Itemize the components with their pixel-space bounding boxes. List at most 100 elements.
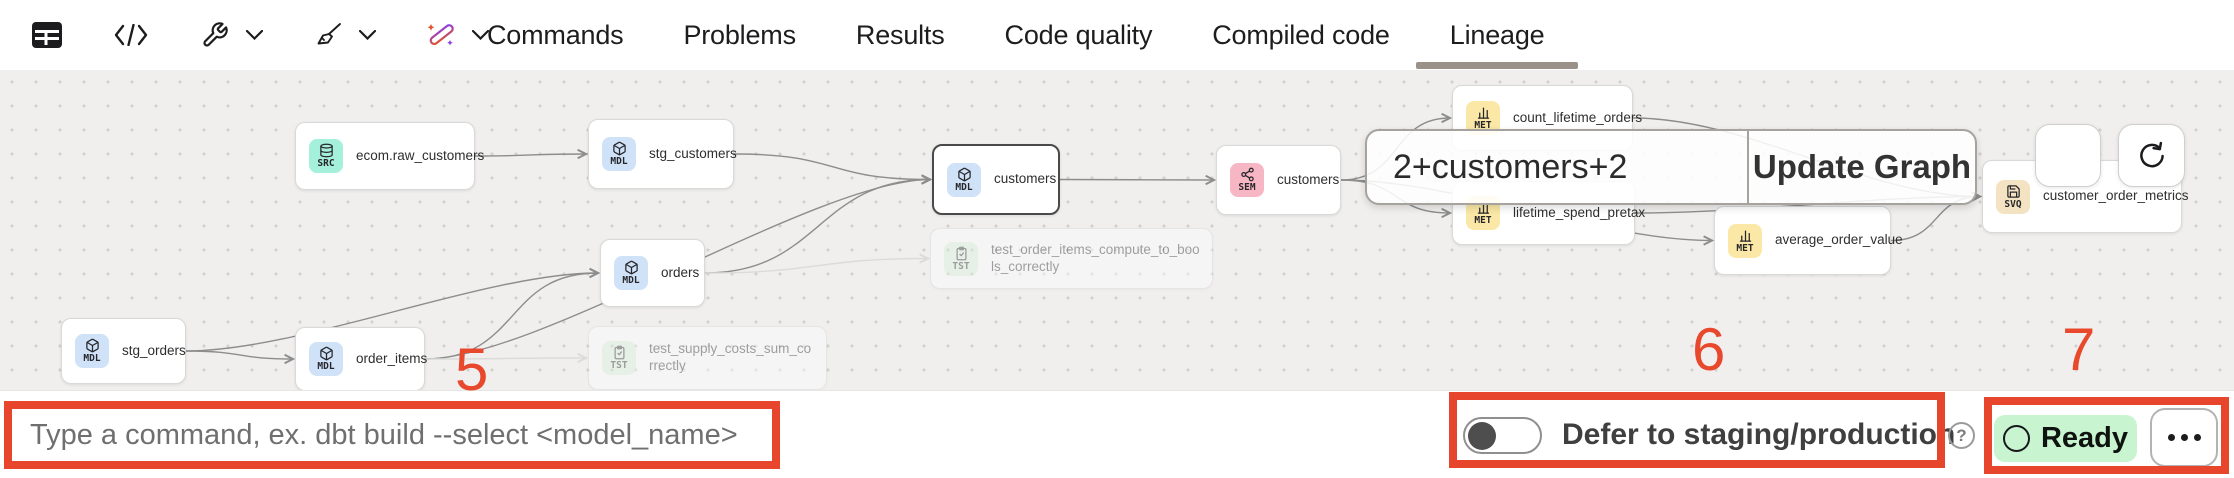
badge-type-label: MDL	[622, 275, 640, 287]
tab-compiled-code[interactable]: Compiled code	[1212, 0, 1390, 70]
lineage-node-raw_customers[interactable]: SRC ecom.raw_customers	[295, 122, 484, 190]
defer-toggle[interactable]	[1463, 417, 1542, 454]
tab-label: Lineage	[1449, 19, 1545, 50]
sem-badge-icon: SEM	[1230, 163, 1264, 197]
node-label: orders	[661, 264, 700, 280]
lineage-node-customers_model[interactable]: MDL customers	[932, 144, 1060, 215]
node-label: customer_order_metrics	[2043, 188, 2189, 204]
mdl-badge-icon: MDL	[614, 256, 648, 290]
edge-stg_orders-to-orders	[185, 267, 601, 352]
fullscreen-button[interactable]	[2035, 124, 2101, 187]
tab-code-quality[interactable]: Code quality	[1005, 0, 1153, 70]
node-label: stg_orders	[122, 342, 186, 358]
badge-type-label: MET	[1474, 215, 1492, 227]
node-label: count_lifetime_orders	[1513, 109, 1643, 125]
code-icon[interactable]	[112, 16, 150, 54]
mdl-badge-icon: MDL	[75, 334, 109, 368]
lineage-node-average_order_value[interactable]: MET average_order_value	[1714, 206, 1903, 275]
badge-type-label: SVQ	[2004, 198, 2022, 210]
mdl-badge-icon: MDL	[947, 162, 981, 197]
edge-customers_model-to-customers_sem	[1059, 174, 1217, 186]
lineage-node-stg_orders[interactable]: MDL stg_orders	[61, 318, 186, 384]
edge-orders-to-test_order_items	[704, 253, 931, 274]
header-bar: Commands Problems Results Code quality Compi…	[0, 0, 2234, 70]
wrench-tool-group[interactable]	[196, 16, 263, 54]
lineage-node-test_supply[interactable]: TST test_supply_costs_sum_correctly	[588, 326, 827, 390]
ellipsis-icon	[2167, 434, 2175, 441]
tab-commands[interactable]: Commands	[487, 0, 624, 70]
wrench-icon[interactable]	[196, 16, 234, 54]
lineage-node-stg_customers[interactable]: MDL stg_customers	[588, 119, 737, 189]
broom-icon[interactable]	[309, 16, 347, 54]
tab-bar: Commands Problems Results Code quality Compi…	[487, 0, 1579, 70]
magic-wand-tool-group[interactable]	[422, 16, 489, 54]
table-icon[interactable]	[28, 16, 66, 54]
src-badge-icon: SRC	[309, 139, 343, 173]
more-options-button[interactable]	[2150, 408, 2218, 467]
status-label: Ready	[2040, 422, 2129, 454]
tab-label: Problems	[683, 19, 796, 50]
command-bar: Defer to staging/production ? Ready	[0, 390, 2234, 478]
node-label: test_order_items_compute_to_bools_correc…	[991, 241, 1200, 274]
tab-label: Code quality	[1004, 19, 1153, 50]
edge-raw_customers-to-stg_customers	[474, 148, 589, 160]
refresh-button[interactable]	[2118, 124, 2185, 187]
chevron-down-icon[interactable]	[472, 30, 489, 40]
badge-type-label: MET	[1736, 242, 1754, 254]
broom-tool-group[interactable]	[309, 16, 376, 54]
chevron-down-icon[interactable]	[359, 30, 376, 40]
toggle-knob	[1468, 421, 1496, 450]
badge-type-label: SRC	[317, 158, 335, 170]
lineage-node-orders[interactable]: MDL orders	[600, 239, 705, 307]
tab-label: Compiled code	[1212, 19, 1390, 50]
defer-label: Defer to staging/production	[1562, 418, 1956, 451]
lineage-node-customers_sem[interactable]: SEM customers	[1216, 145, 1341, 215]
tab-label: Results	[855, 19, 945, 50]
mdl-badge-icon: MDL	[602, 137, 636, 171]
tst-badge-icon: TST	[602, 341, 636, 375]
edge-order_items-to-orders	[424, 267, 601, 360]
status-circle-icon	[2002, 425, 2030, 452]
tab-label: Commands	[487, 19, 624, 50]
edge-stg_orders-to-order_items	[185, 350, 296, 365]
tab-lineage[interactable]: Lineage	[1415, 0, 1579, 70]
tab-problems[interactable]: Problems	[683, 0, 796, 70]
node-selector-popup: 2+customers+2 Update Graph	[1365, 129, 1977, 205]
badge-type-label: MDL	[83, 353, 101, 365]
tab-results[interactable]: Results	[856, 0, 945, 70]
badge-type-label: TST	[610, 360, 628, 372]
node-label: ecom.raw_customers	[356, 147, 485, 163]
node-label: lifetime_spend_pretax	[1513, 204, 1646, 220]
tst-badge-icon: TST	[944, 241, 978, 276]
svq-badge-icon: SVQ	[1996, 179, 2030, 214]
magic-wand-icon[interactable]	[422, 16, 460, 54]
badge-type-label: MET	[1474, 120, 1492, 132]
node-label: customers	[994, 171, 1057, 187]
met-badge-icon: MET	[1728, 223, 1762, 258]
update-graph-button[interactable]: Update Graph	[1752, 148, 1972, 185]
mdl-badge-icon: MDL	[309, 342, 343, 376]
badge-type-label: MDL	[610, 156, 628, 168]
popup-divider	[1747, 131, 1749, 203]
node-label: order_items	[356, 350, 428, 366]
active-tab-underline	[1415, 62, 1579, 69]
edge-stg_customers-to-customers_model	[733, 153, 933, 185]
node-label: customers	[1277, 171, 1340, 187]
lineage-node-order_items[interactable]: MDL order_items	[295, 327, 428, 390]
command-input[interactable]	[30, 391, 1410, 478]
badge-type-label: TST	[952, 260, 970, 272]
badge-type-label: MDL	[955, 181, 973, 193]
lineage-node-test_order_items[interactable]: TST test_order_items_compute_to_bools_cor…	[930, 228, 1213, 289]
chevron-down-icon[interactable]	[246, 30, 263, 40]
node-label: test_supply_costs_sum_correctly	[649, 341, 812, 373]
node-label: stg_customers	[649, 145, 737, 161]
ready-status-button[interactable]: Ready	[1994, 415, 2137, 462]
question-mark-icon[interactable]: ?	[1948, 422, 1975, 449]
edge-order_items-to-test_supply	[424, 352, 589, 364]
node-selector-value[interactable]: 2+customers+2	[1393, 147, 1628, 186]
toolbar	[28, 0, 489, 70]
node-label: average_order_value	[1775, 232, 1903, 248]
badge-type-label: SEM	[1238, 182, 1256, 194]
